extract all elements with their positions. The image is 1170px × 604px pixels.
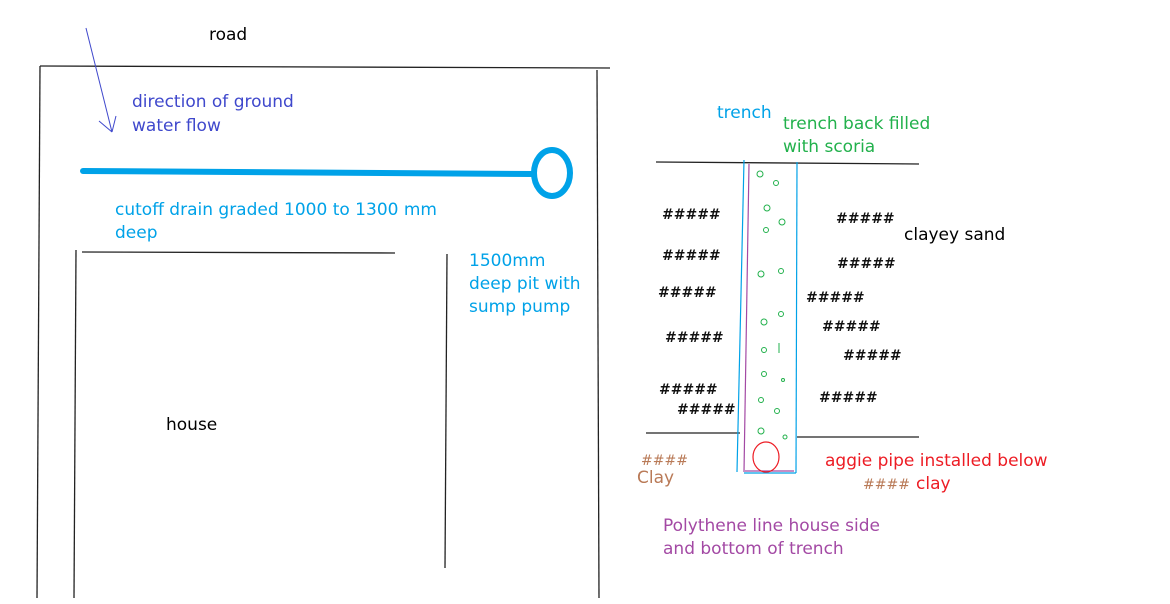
soil-hatch: ##### (819, 390, 878, 406)
soil-hatch: ##### (662, 207, 721, 223)
soil-hatch: ##### (677, 402, 736, 418)
soil-hatch: ##### (843, 348, 902, 364)
left-boundary-line (36, 65, 41, 599)
polythene-label-line1: Polythene line house side (663, 516, 880, 536)
road-label: road (209, 25, 247, 45)
pipe-label-line1: aggie pipe installed below (825, 451, 1048, 471)
pit-label-line2: deep pit with (469, 274, 581, 294)
trench-walls (736, 159, 798, 474)
soil-hatch: ##### (665, 330, 724, 346)
site-plan: road direction of ground water flow cuto… (36, 25, 611, 599)
pit-label-line1: 1500mm (469, 251, 545, 271)
clayey-sand-label: clayey sand (904, 225, 1005, 245)
scoria-icons (756, 170, 788, 440)
pit-label-line3: sump pump (469, 297, 570, 317)
flow-arrow-icon (85, 27, 117, 133)
polythene-label-line2: and bottom of trench (663, 539, 844, 559)
aggie-pipe-icon (752, 441, 780, 473)
flow-label-line2: water flow (132, 116, 221, 136)
soil-hatch: ##### (806, 290, 865, 306)
flow-label-line1: direction of ground (132, 92, 294, 112)
house-outline (73, 249, 448, 599)
soil-hatch: ##### (659, 382, 718, 398)
sump-pit-icon (531, 147, 573, 199)
soil-hatch: ##### (822, 319, 881, 335)
backfill-label-line1: trench back filled (783, 114, 930, 134)
house-label: house (166, 415, 217, 435)
trench-label: trench (717, 103, 772, 123)
clay-label: Clay (637, 468, 674, 488)
soil-hatch: ##### (836, 211, 895, 227)
pipe-label-line2: clay (916, 474, 951, 494)
trench-section: trench trench back filled with scoria (637, 103, 1048, 559)
soil-hatch: ##### (658, 285, 717, 301)
ground-surface-line (655, 161, 920, 165)
cutoff-drain (80, 168, 537, 177)
soil-hatch: ##### (837, 256, 896, 272)
right-boundary-line (596, 69, 600, 599)
soil-hatch: ##### (662, 248, 721, 264)
clayey-sand-hatching: ##### ##### ##### ##### ##### ##### ####… (658, 207, 902, 418)
drain-label-line1: cutoff drain graded 1000 to 1300 mm (115, 200, 437, 220)
drain-label-line2: deep (115, 223, 158, 243)
backfill-label-line2: with scoria (783, 137, 875, 157)
road-boundary-line (39, 65, 611, 69)
clay-hatch: #### (641, 453, 688, 469)
clay-hatch: #### (863, 477, 910, 493)
